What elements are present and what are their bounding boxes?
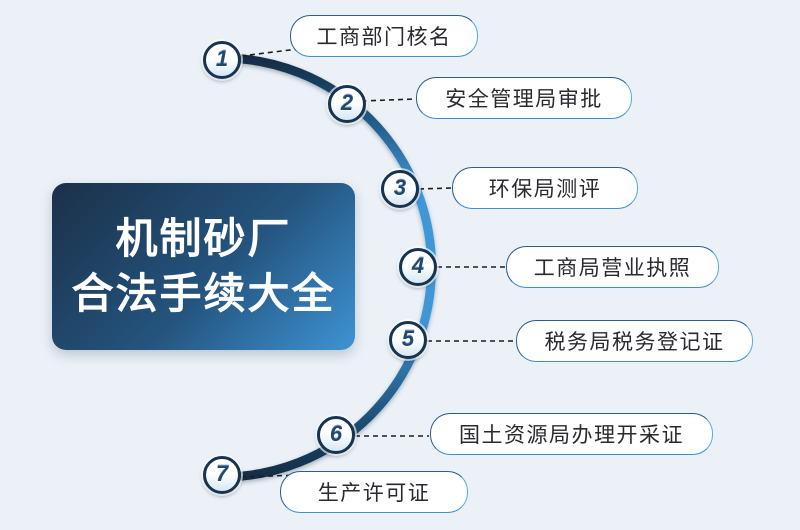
step-number-3: 3 [393, 175, 407, 200]
step-number-4: 4 [411, 253, 425, 278]
title-line-2: 合法手续大全 [71, 269, 336, 317]
step-number-6: 6 [329, 421, 343, 446]
title-card: 机制砂厂 合法手续大全 [52, 183, 355, 350]
step-label-6: 国土资源局办理开采证 [459, 424, 684, 447]
step-label-box-1: 工商部门核名 [290, 15, 478, 57]
step-label-box-6: 国土资源局办理开采证 [430, 413, 713, 455]
step-badge-3: 3 [381, 170, 419, 208]
step-label-box-7: 生产许可证 [280, 471, 468, 513]
step-label-box-3: 环保局测评 [452, 167, 638, 209]
step-label-3: 环保局测评 [488, 178, 602, 201]
connector-line-1 [240, 48, 299, 57]
step-label-4: 工商局营业执照 [533, 257, 692, 280]
step-number-5: 5 [401, 326, 415, 351]
title-line-1: 机制砂厂 [115, 215, 292, 263]
step-number-7: 7 [215, 461, 229, 486]
step-label-5: 税务局税务登记证 [544, 331, 725, 354]
step-badge-1: 1 [203, 41, 241, 79]
step-label-7: 生产许可证 [317, 482, 431, 505]
step-badge-5: 5 [389, 321, 427, 359]
connector-line-3 [418, 187, 452, 190]
step-badge-2: 2 [328, 85, 366, 123]
step-label-box-5: 税务局税务登记证 [516, 320, 753, 362]
step-number-1: 1 [215, 46, 229, 71]
step-badge-4: 4 [399, 248, 437, 286]
step-badge-6: 6 [317, 416, 355, 454]
step-label-box-4: 工商局营业执照 [506, 246, 719, 288]
step-label-1: 工商部门核名 [316, 26, 452, 49]
step-badge-7: 7 [203, 456, 241, 494]
step-number-2: 2 [340, 90, 354, 115]
connector-line-2 [361, 98, 416, 102]
step-label-box-2: 安全管理局审批 [416, 77, 632, 119]
step-label-2: 安全管理局审批 [445, 88, 603, 111]
